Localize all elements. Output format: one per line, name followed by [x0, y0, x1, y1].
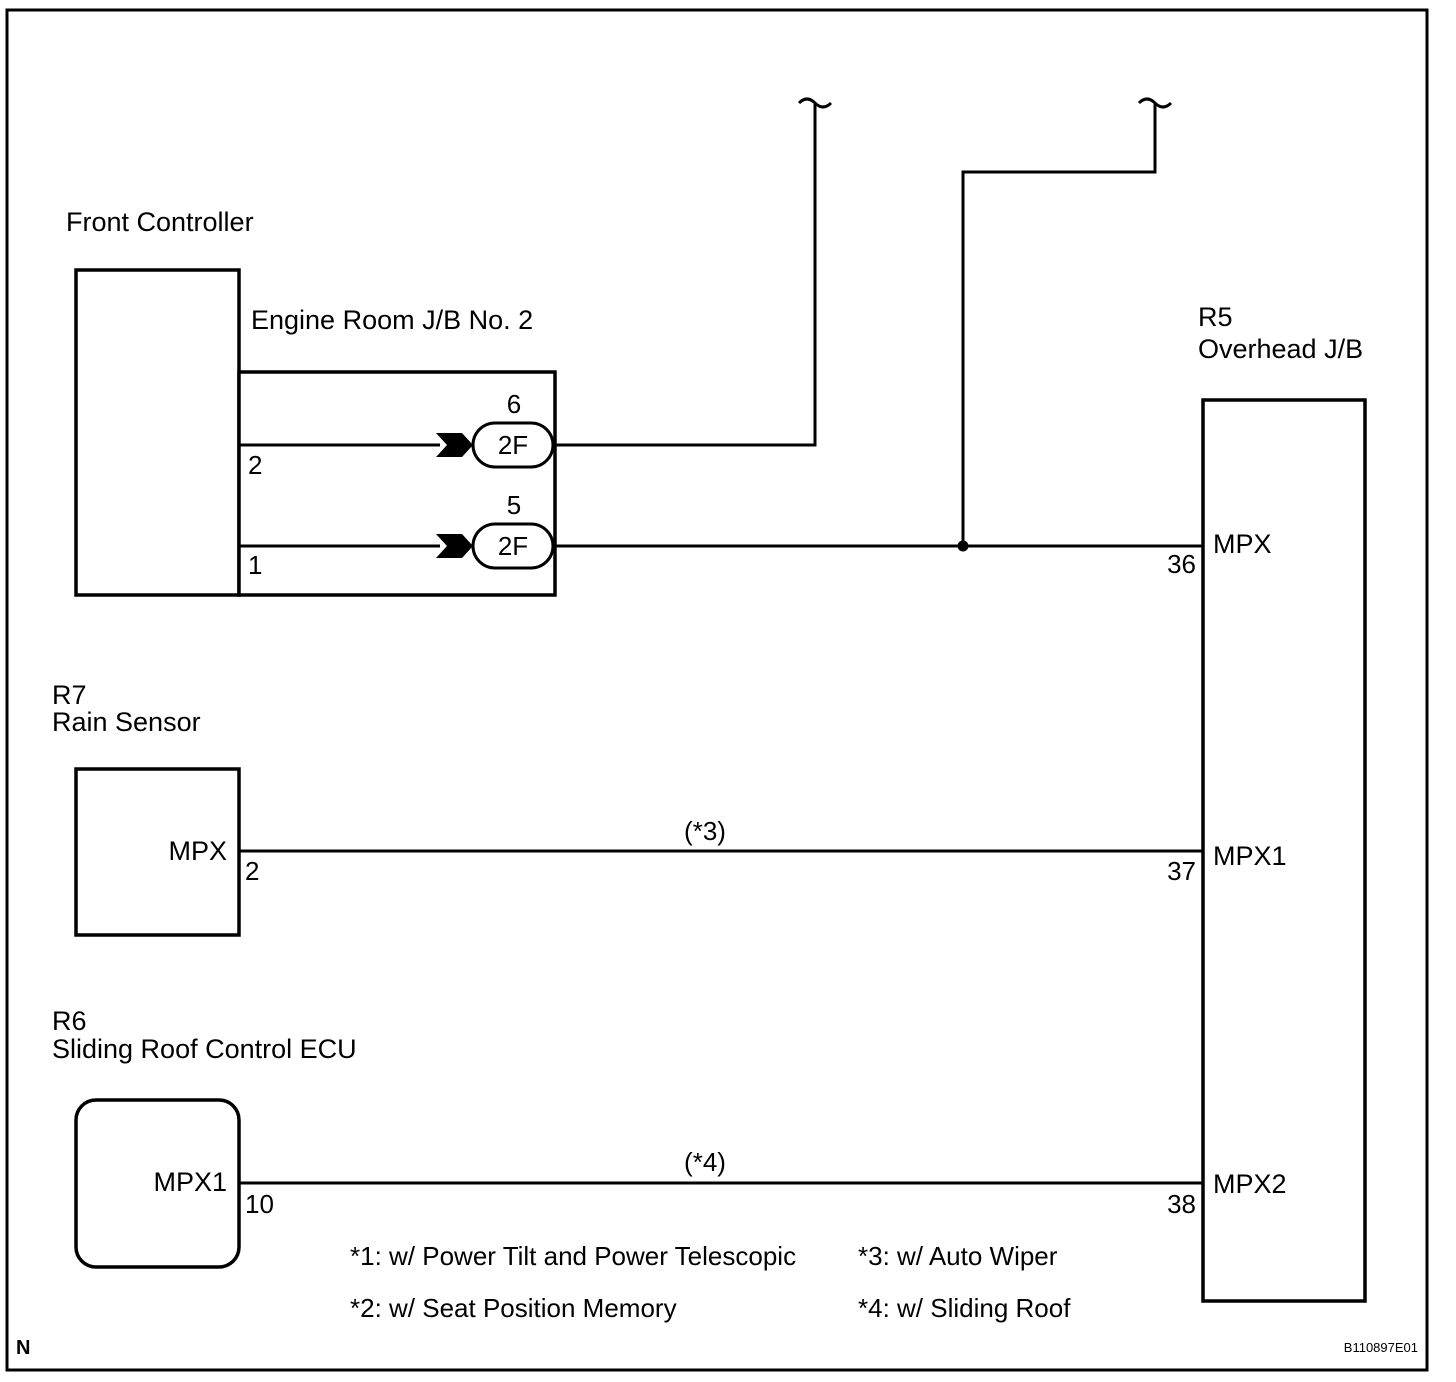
controller-pin: 1: [248, 550, 262, 580]
overhead-pin-36: 36: [1167, 549, 1196, 579]
sliding-roof-code: R6: [52, 1006, 87, 1036]
connector-top-pin: 6: [507, 389, 521, 419]
wire-break-icon: [1137, 97, 1173, 109]
sliding-roof-label: Sliding Roof Control ECU: [52, 1034, 357, 1064]
overhead-pin-38: 38: [1167, 1189, 1196, 1219]
sliding-roof-terminal: MPX1: [153, 1167, 227, 1197]
engine-room-jb-label: Engine Room J/B No. 2: [251, 305, 533, 335]
overhead-pin-37: 37: [1167, 856, 1196, 886]
wire-note-4: (*4): [684, 1147, 726, 1177]
diagram-frame: [5, 8, 1429, 1372]
connector-label: 2F: [498, 430, 528, 460]
wire-note-3: (*3): [684, 816, 726, 846]
overhead-terminal-mpx: MPX: [1213, 529, 1272, 559]
wire-splice-up: [961, 103, 1157, 546]
footnote-2: *2: w/ Seat Position Memory: [350, 1293, 677, 1323]
overhead-jb-code: R5: [1198, 302, 1233, 332]
rain-sensor-pin: 2: [245, 856, 259, 886]
connector-2f-pin5: 2F 5 1: [239, 490, 555, 580]
overhead-jb-label: Overhead J/B: [1198, 334, 1363, 364]
overhead-jb-box: [1201, 398, 1367, 1303]
rain-sensor-box: [74, 767, 241, 937]
figure-id: B110897E01: [1344, 1340, 1418, 1355]
connector-top-pin: 5: [507, 490, 521, 520]
connector-arrow-icon: [436, 534, 473, 558]
rain-sensor-code: R7: [52, 680, 87, 710]
overhead-terminal-mpx1: MPX1: [1213, 841, 1287, 871]
sliding-roof-pin: 10: [245, 1189, 274, 1219]
corner-mark: N: [16, 1337, 30, 1359]
overhead-terminal-mpx2: MPX2: [1213, 1169, 1287, 1199]
wire-break-icon: [797, 97, 833, 109]
footnote-1: *1: w/ Power Tilt and Power Telescopic: [350, 1241, 796, 1271]
footnote-3: *3: w/ Auto Wiper: [858, 1241, 1058, 1271]
front-controller-label: Front Controller: [66, 207, 254, 237]
controller-pin: 2: [248, 450, 262, 480]
footnote-4: *4: w/ Sliding Roof: [858, 1293, 1071, 1323]
wire-pin6-up: [553, 103, 817, 447]
connector-arrow-icon: [436, 433, 473, 457]
rain-sensor-terminal: MPX: [168, 836, 227, 866]
front-controller-box: [74, 268, 241, 597]
rain-sensor-label: Rain Sensor: [52, 707, 201, 737]
connector-label: 2F: [498, 531, 528, 561]
